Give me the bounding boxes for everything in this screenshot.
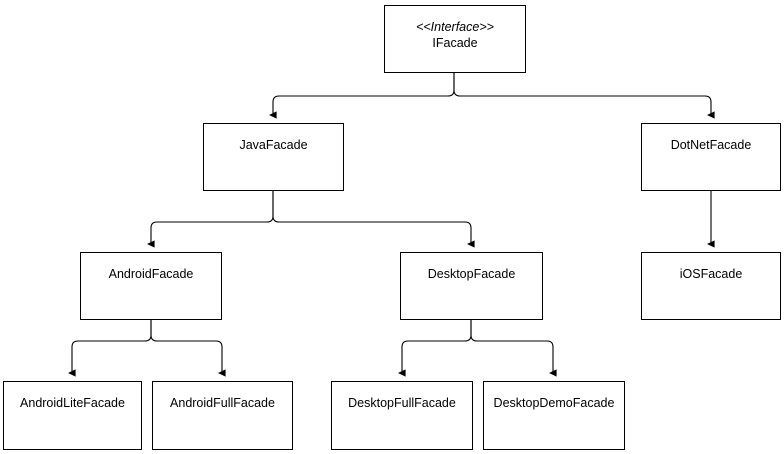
class-node-desktopfacade[interactable]: DesktopFacade	[400, 252, 543, 320]
class-node-dotnetfacade[interactable]: DotNetFacade	[641, 123, 781, 191]
class-node-label: AndroidFacade	[108, 267, 194, 281]
class-node-androidfullfacade[interactable]: AndroidFullFacade	[152, 381, 293, 450]
edge-ifacade-dotnetfacade	[453, 73, 715, 119]
class-node-label: JavaFacade	[239, 138, 308, 152]
edge-androidfacade-androidfullfacade	[150, 320, 226, 377]
edge-desktopfacade-desktopdemofacade	[470, 320, 557, 377]
class-node-stereotype: <<Interface>>	[416, 20, 494, 34]
class-node-javafacade[interactable]: JavaFacade	[203, 123, 344, 191]
class-node-label: IFacade	[432, 36, 478, 50]
edge-javafacade-desktopfacade	[272, 191, 475, 248]
class-node-androidfacade[interactable]: AndroidFacade	[80, 252, 222, 320]
class-node-desktopdemofacade[interactable]: DesktopDemoFacade	[483, 381, 625, 450]
class-node-label: DotNetFacade	[670, 138, 752, 152]
class-node-label: AndroidFullFacade	[170, 396, 275, 410]
class-node-androidlitefacade[interactable]: AndroidLiteFacade	[3, 381, 142, 450]
class-node-label: AndroidLiteFacade	[20, 396, 125, 410]
edge-ifacade-javafacade	[268, 73, 455, 119]
edge-androidfacade-androidlitefacade	[67, 320, 152, 377]
class-node-label: DesktopFacade	[427, 267, 516, 281]
class-node-label: DesktopDemoFacade	[493, 396, 615, 410]
edge-javafacade-androidfacade	[146, 191, 274, 248]
class-node-iosfacade[interactable]: iOSFacade	[641, 252, 781, 320]
class-node-desktopfullfacade[interactable]: DesktopFullFacade	[331, 381, 473, 450]
class-node-label: iOSFacade	[679, 267, 743, 281]
edge-desktopfacade-desktopfullfacade	[397, 320, 472, 377]
class-node-ifacade[interactable]: <<Interface>> IFacade	[384, 5, 526, 73]
class-node-label: DesktopFullFacade	[348, 396, 456, 410]
